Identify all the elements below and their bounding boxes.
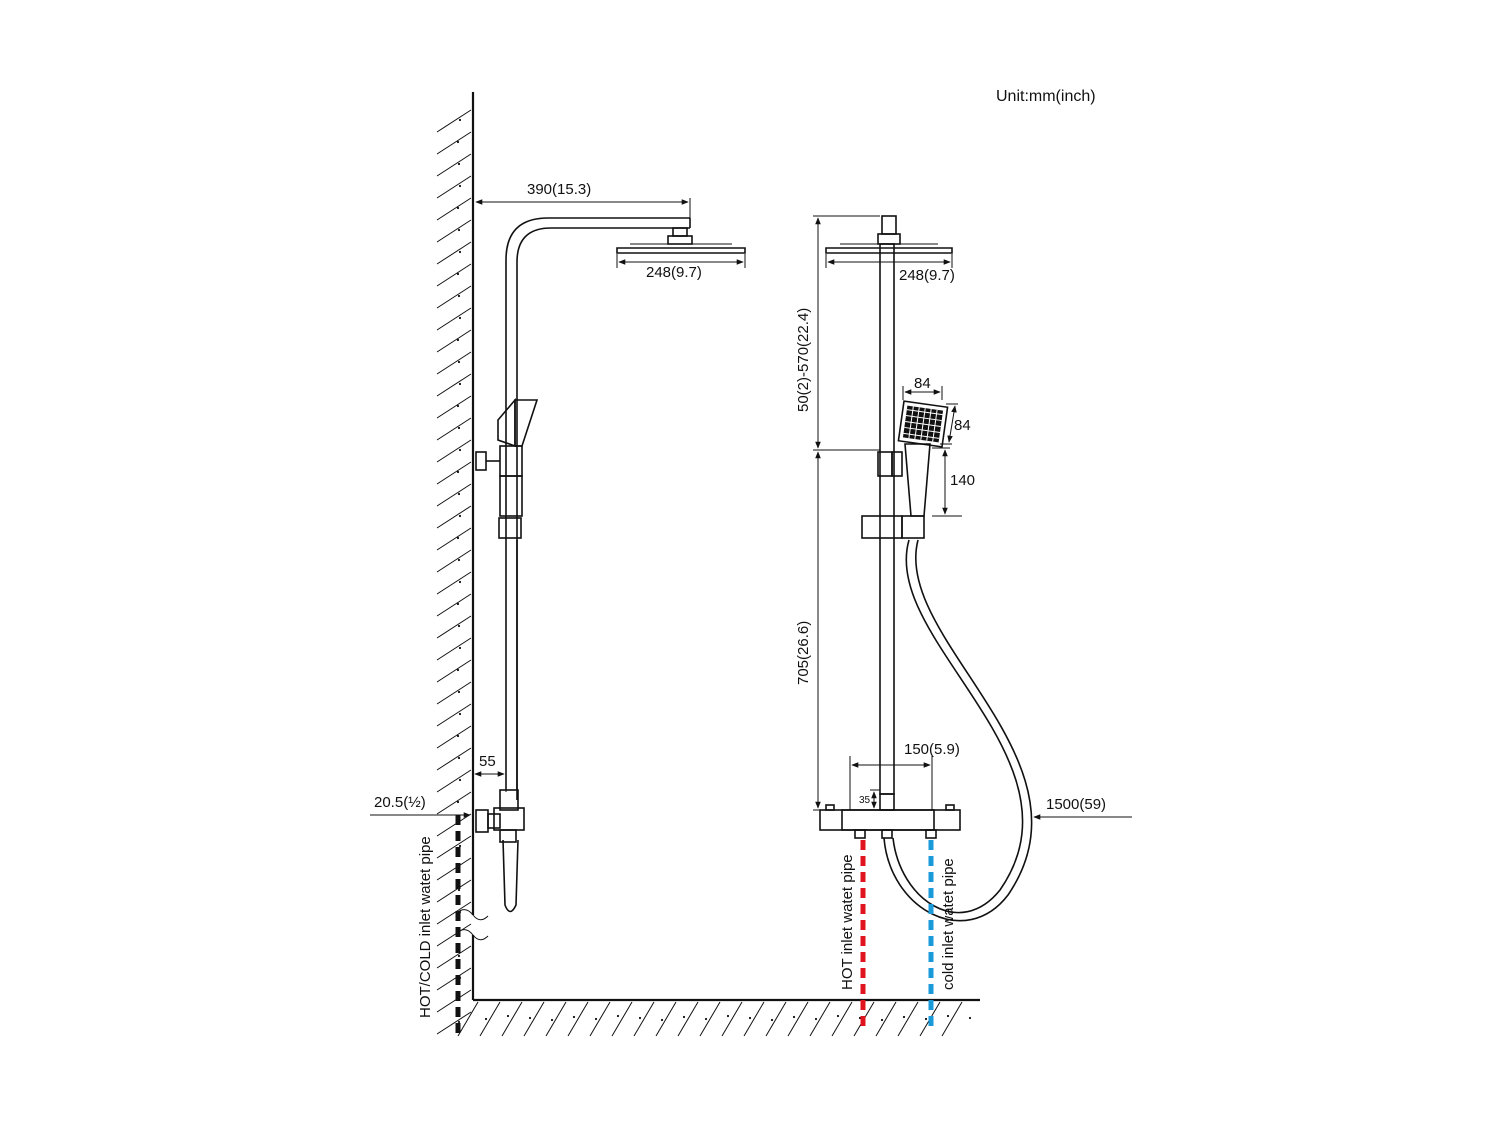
dim-riser-adjust: 50(2)-570(22.4)	[795, 215, 880, 451]
rail-height-label: 705(26.6)	[795, 621, 812, 685]
cold-pipe-label: cold inlet watet pipe	[940, 858, 957, 990]
side-head-width-label: 248(9.7)	[646, 264, 702, 281]
wall-offset-label: 55	[479, 753, 496, 770]
side-view-shower	[475, 217, 746, 913]
floor	[457, 998, 980, 1037]
wall	[436, 92, 489, 1035]
arm-length-label: 390(15.3)	[527, 181, 591, 198]
handset-drop-label: 140	[950, 472, 975, 489]
dim-inlet-size: 20.5(½)	[370, 794, 471, 818]
handset-height-label: 84	[954, 417, 971, 434]
dim-wall-offset: 55	[474, 753, 507, 792]
dim-rail-height: 705(26.6)	[795, 451, 822, 811]
dim-handset-height: 84	[940, 403, 971, 445]
dim-front-head-width: 248(9.7)	[825, 254, 955, 284]
riser-adjust-label: 50(2)-570(22.4)	[795, 308, 812, 412]
unit-label: Unit:mm(inch)	[996, 88, 1096, 105]
valve-offset-label: 35	[859, 795, 871, 806]
dim-valve-offset: 35	[859, 789, 880, 809]
dim-side-head-width: 248(9.7)	[616, 254, 746, 281]
dim-hose-length: 1500(59)	[1033, 796, 1132, 820]
combined-pipe-label: HOT/COLD inlet watet pipe	[417, 836, 434, 1018]
hot-pipe-label: HOT inlet watet pipe	[839, 854, 856, 990]
front-head-width-label: 248(9.7)	[899, 267, 955, 284]
handset-width-label: 84	[914, 375, 931, 392]
front-view-shower	[819, 215, 1033, 922]
dim-handset-width: 84	[902, 375, 943, 400]
inlet-spacing-label: 150(5.9)	[904, 741, 960, 758]
inlet-size-label: 20.5(½)	[374, 794, 426, 811]
dim-inlet-spacing: 150(5.9)	[849, 741, 960, 810]
hose-length-label: 1500(59)	[1046, 796, 1106, 813]
dim-handset-drop: 140	[932, 447, 975, 517]
dim-arm-length: 390(15.3)	[475, 181, 691, 218]
